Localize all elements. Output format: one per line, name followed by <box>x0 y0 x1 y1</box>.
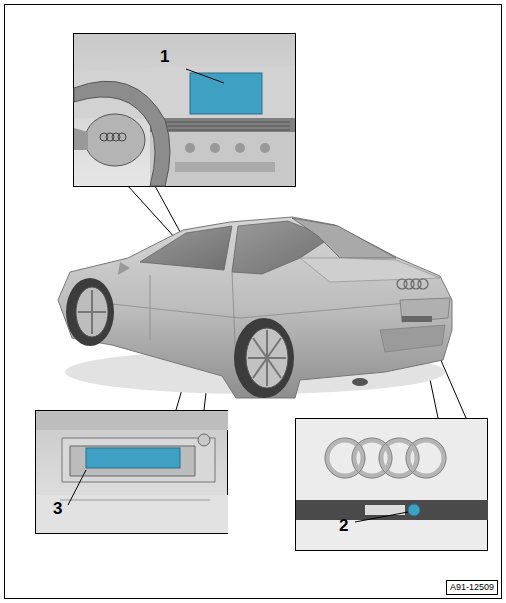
camera-inset <box>296 419 489 551</box>
callout-number: 2 <box>339 517 348 535</box>
frame <box>5 5 502 599</box>
figure-code: A91-12509 <box>450 582 494 592</box>
callout-number: 1 <box>160 48 169 66</box>
callout-number: 3 <box>53 500 62 518</box>
glovebox-inset <box>36 411 229 534</box>
car <box>58 217 452 398</box>
figure-code-box: A91-12509 <box>446 580 498 595</box>
display-inset <box>74 34 296 187</box>
